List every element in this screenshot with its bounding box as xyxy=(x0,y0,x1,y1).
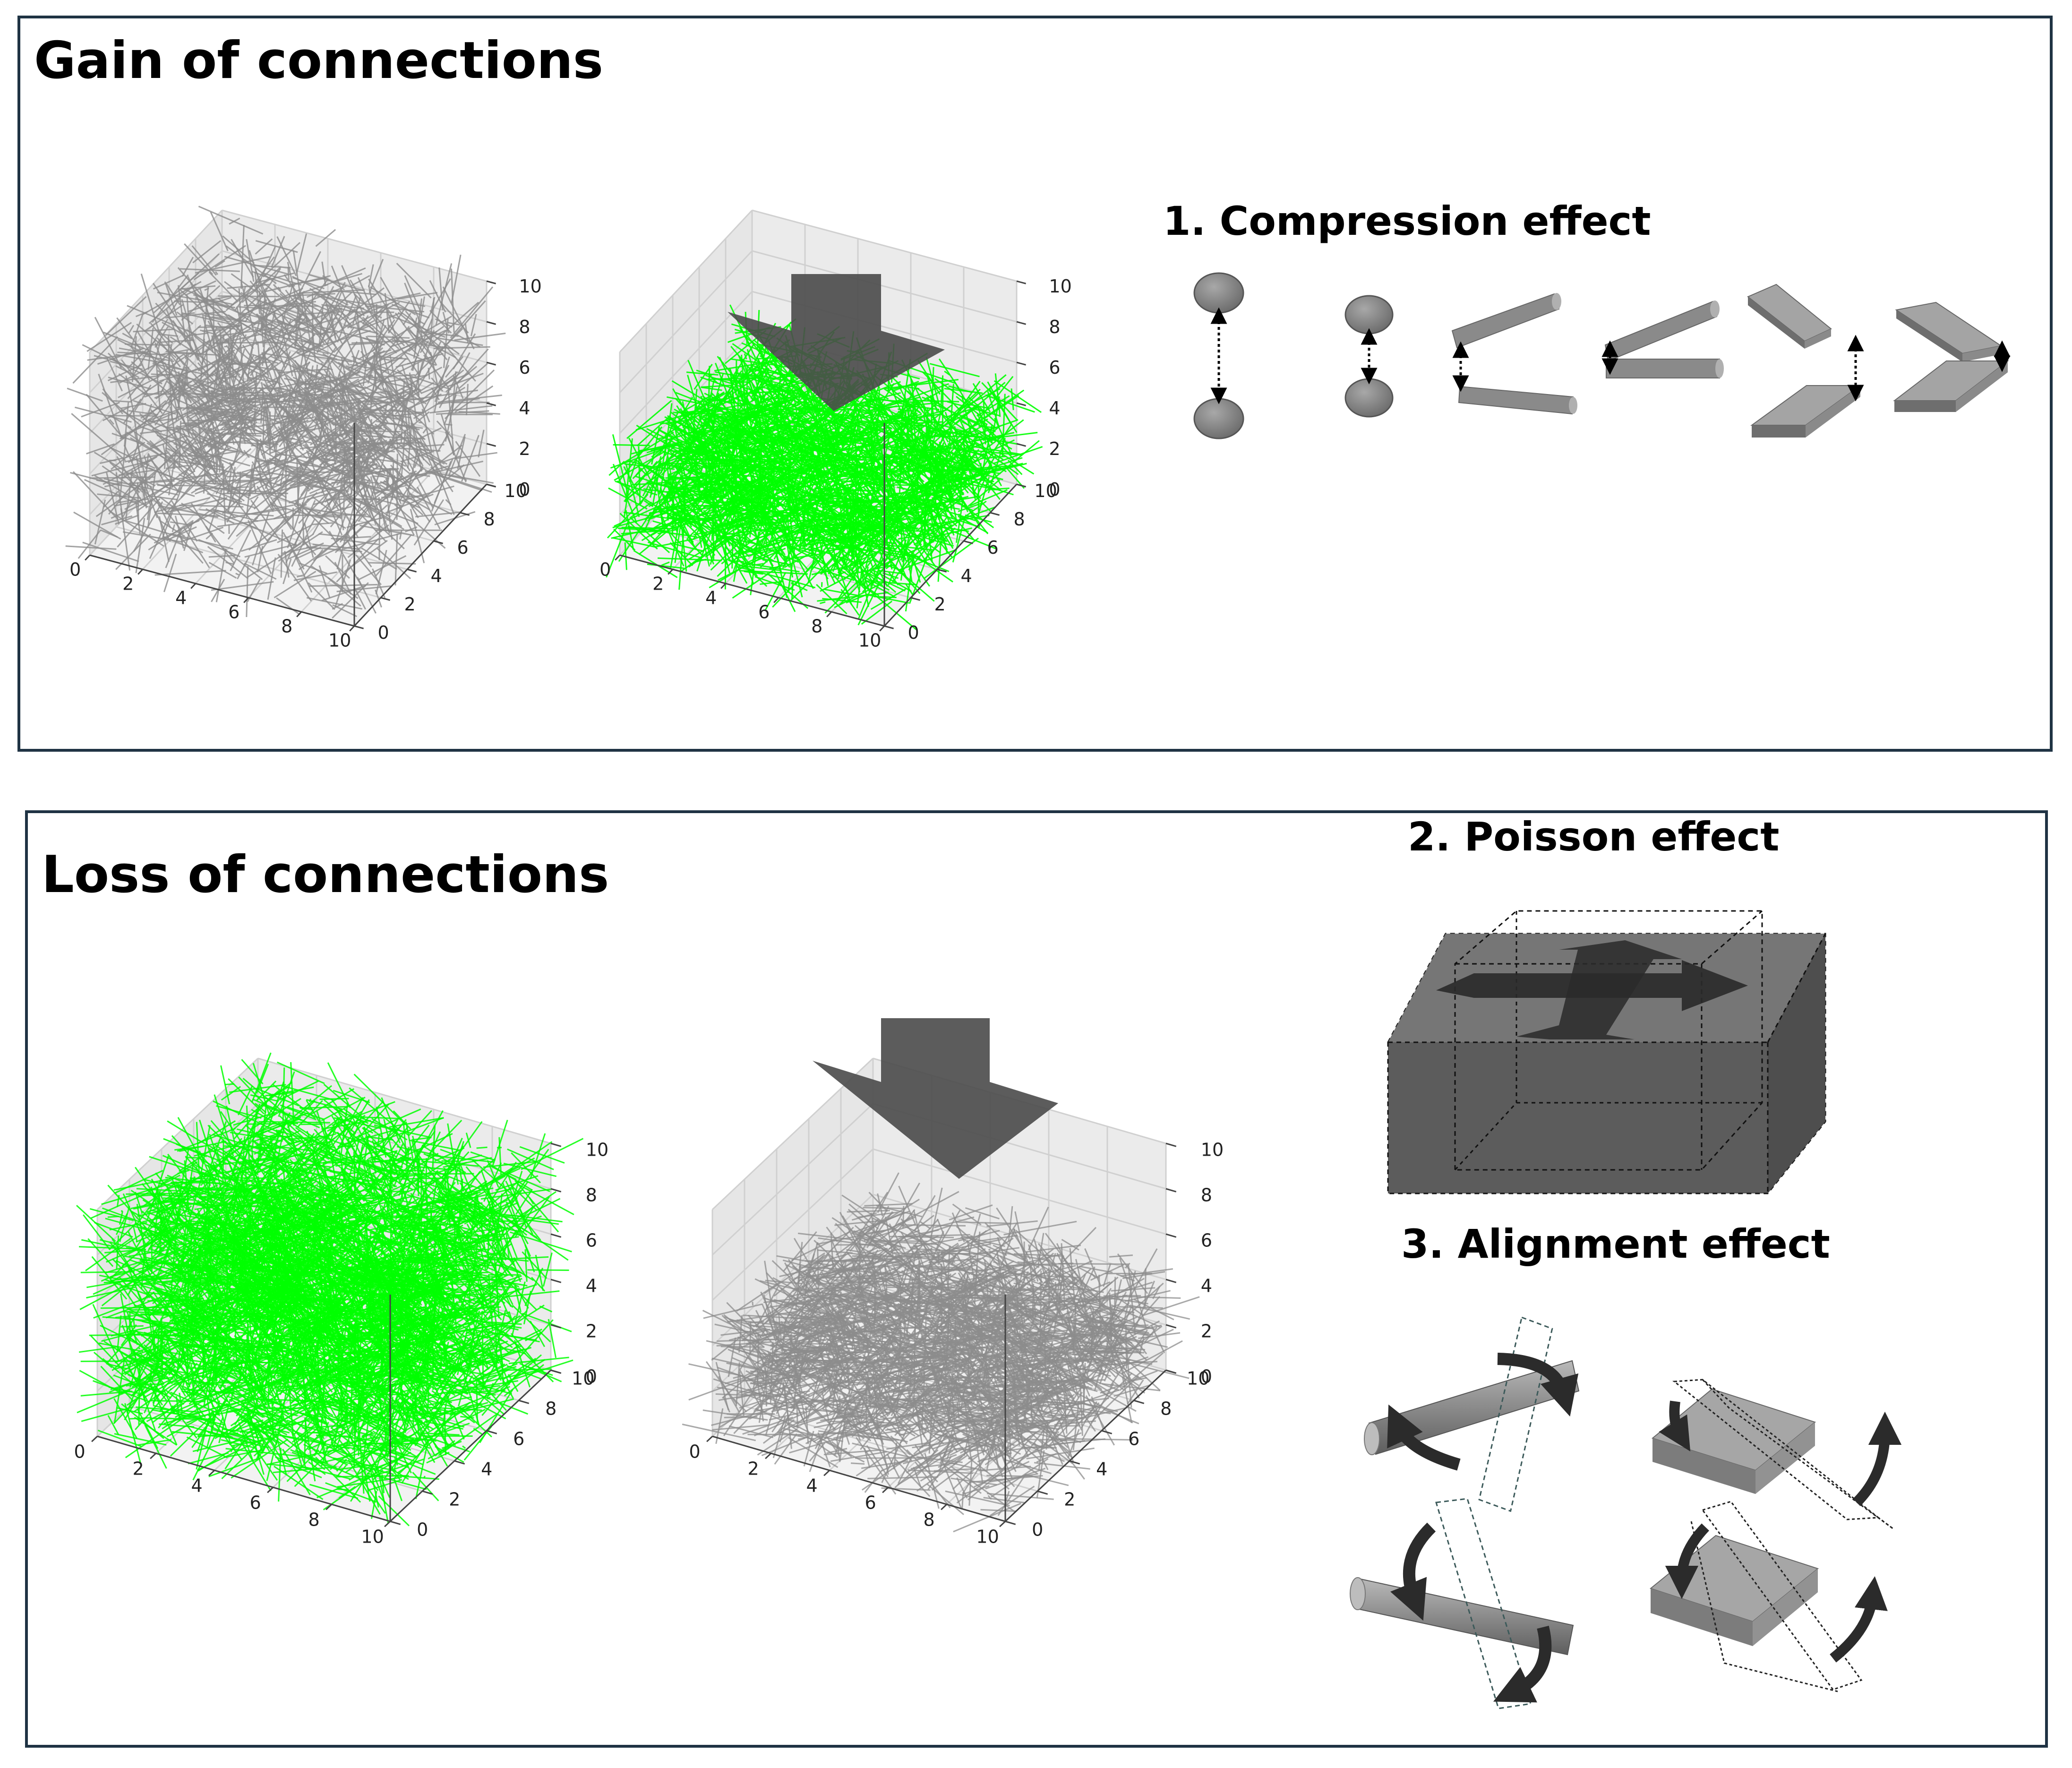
z-tick xyxy=(487,362,496,365)
fibre xyxy=(881,495,882,498)
alignment-effect-title: 3. Alignment effect xyxy=(1401,1221,1830,1267)
z-tick-label: 6 xyxy=(519,357,530,378)
x-tick-label: 4 xyxy=(705,588,717,609)
x-tick-label: 10 xyxy=(328,630,351,651)
z-tick-label: 8 xyxy=(519,317,530,337)
y-tick-label: 4 xyxy=(961,566,972,586)
z-tick xyxy=(487,322,496,324)
y-tick-label: 6 xyxy=(987,537,999,558)
x-tick-label: 4 xyxy=(175,588,187,609)
y-tick xyxy=(964,541,973,543)
fibre xyxy=(419,422,422,423)
fibre xyxy=(725,536,726,589)
fibre xyxy=(243,386,244,405)
z-tick-label: 10 xyxy=(1049,276,1071,297)
fibre xyxy=(224,433,265,434)
fibre xyxy=(832,493,869,494)
z-tick xyxy=(1017,322,1026,324)
y-tick-label: 6 xyxy=(457,537,469,558)
x-tick xyxy=(85,555,90,560)
x-tick xyxy=(191,584,196,589)
y-tick-label: 8 xyxy=(484,509,495,530)
x-tick xyxy=(827,612,831,617)
z-tick xyxy=(487,444,496,446)
gain-panel-title: Gain of connections xyxy=(34,31,603,90)
z-tick-label: 4 xyxy=(1049,398,1060,419)
z-tick-label: 2 xyxy=(1049,438,1060,459)
poisson-effect-title: 2. Poisson effect xyxy=(1408,814,1779,860)
fibre xyxy=(188,420,256,421)
y-tick-label: 10 xyxy=(1034,481,1057,501)
compression-effect-title: 1. Compression effect xyxy=(1163,198,1651,244)
fibre xyxy=(143,394,191,395)
y-tick xyxy=(990,513,1000,515)
y-tick-label: 10 xyxy=(504,481,527,501)
y-tick-label: 8 xyxy=(1014,509,1025,530)
x-tick-label: 6 xyxy=(228,602,240,623)
z-tick-label: 8 xyxy=(1049,317,1060,337)
z-tick xyxy=(487,281,496,283)
y-tick xyxy=(381,598,390,600)
fibre xyxy=(797,432,815,433)
z-tick-label: 2 xyxy=(519,438,530,459)
x-tick-label: 2 xyxy=(652,574,664,594)
y-tick xyxy=(884,626,894,628)
y-tick-label: 0 xyxy=(378,622,389,643)
z-tick-label: 6 xyxy=(1049,357,1060,378)
z-tick xyxy=(1017,362,1026,365)
fibre xyxy=(108,1217,119,1218)
y-tick xyxy=(911,598,920,600)
z-tick xyxy=(1017,403,1026,405)
y-tick xyxy=(407,569,417,572)
fibre xyxy=(911,412,912,432)
y-tick xyxy=(487,484,496,487)
y-tick-label: 2 xyxy=(404,594,416,615)
z-tick-label: 4 xyxy=(519,398,530,419)
y-tick-label: 0 xyxy=(908,622,919,643)
z-tick xyxy=(1017,281,1026,283)
fibre xyxy=(379,515,380,560)
x-tick xyxy=(138,569,143,575)
x-tick-label: 8 xyxy=(811,616,822,637)
y-tick-label: 2 xyxy=(934,594,946,615)
x-tick-label: 10 xyxy=(858,630,881,651)
x-tick-label: 8 xyxy=(281,616,292,637)
y-tick xyxy=(354,626,364,628)
x-tick-label: 0 xyxy=(69,559,81,580)
x-tick-label: 2 xyxy=(122,574,134,594)
z-tick xyxy=(487,403,496,405)
loss-panel-title: Loss of connections xyxy=(42,845,609,904)
x-tick-label: 6 xyxy=(758,602,770,623)
fibre xyxy=(218,389,250,390)
x-tick xyxy=(615,555,620,560)
fibre xyxy=(256,460,280,461)
z-tick-label: 10 xyxy=(519,276,541,297)
fibre xyxy=(792,581,793,599)
y-tick-label: 4 xyxy=(431,566,442,586)
fibre xyxy=(263,406,264,445)
x-tick-label: 0 xyxy=(599,559,611,580)
